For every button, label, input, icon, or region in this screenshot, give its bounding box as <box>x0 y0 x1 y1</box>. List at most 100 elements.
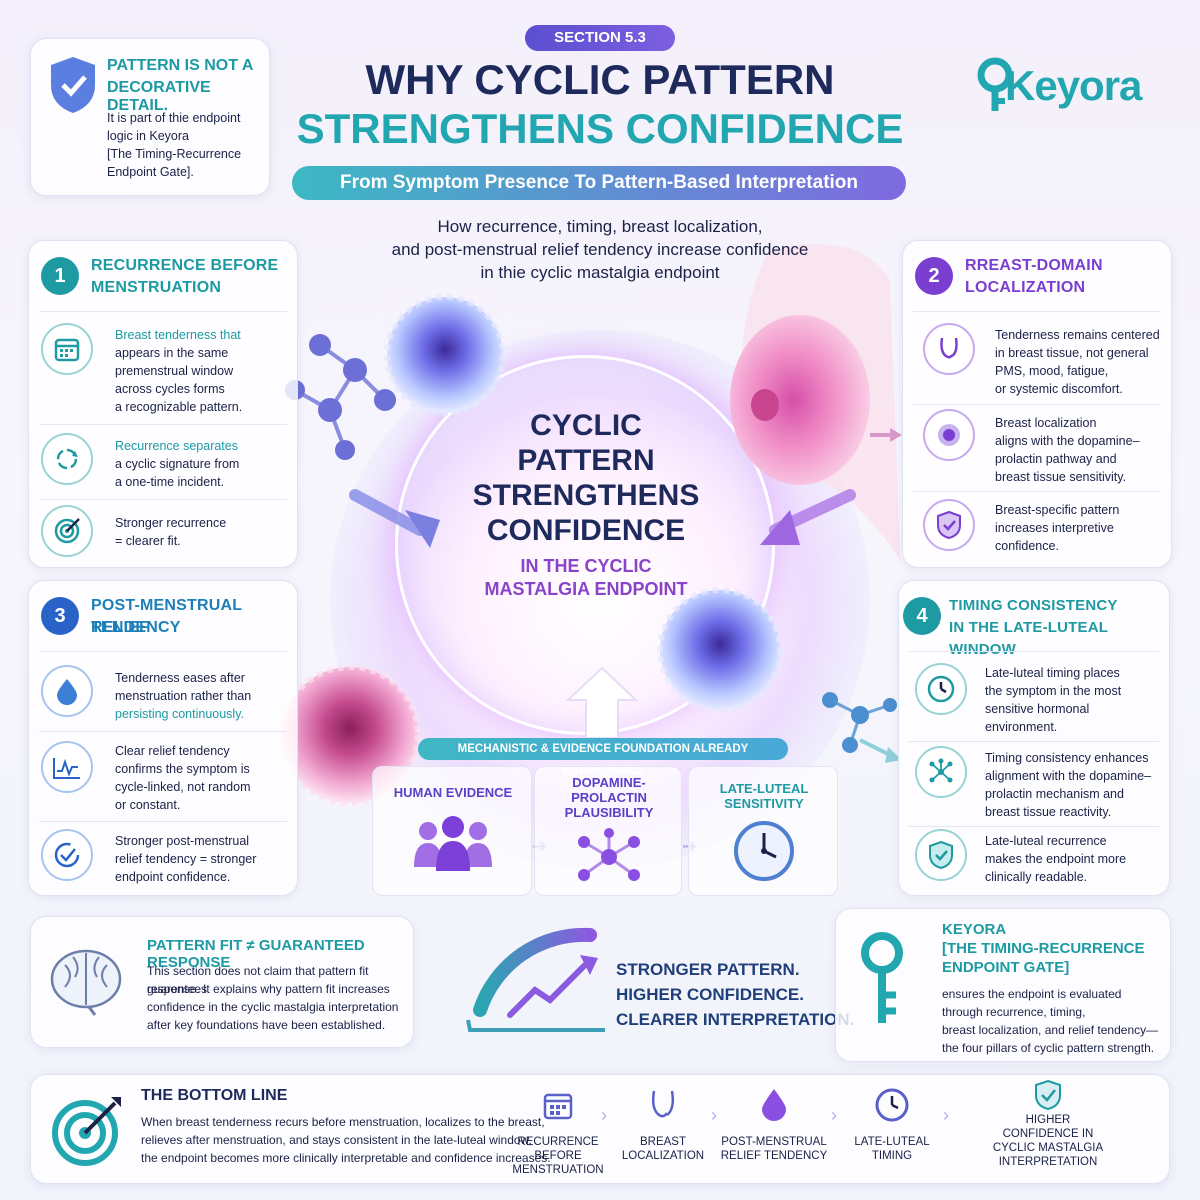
center-sub2: MASTALGIA ENDPOINT <box>484 579 688 599</box>
shield-check-icon <box>923 499 975 551</box>
keyora-card-title-line3: ENDPOINT GATE] <box>942 959 1070 976</box>
keyora-gate-card: KEYORA [THE TIMING-RECURRENCE ENDPOINT G… <box>835 908 1171 1062</box>
section4-item3-line1: Late-luteal recurrence <box>985 834 1107 848</box>
pattern-fit-body-line2: response. It explains why pattern fit in… <box>147 982 390 996</box>
section-badge: SECTION 5.3 <box>525 25 675 51</box>
note-body-line1: It is part of thie endpoint <box>107 111 241 125</box>
divider <box>39 821 287 822</box>
shield-check-icon <box>1035 1079 1061 1111</box>
section3-item2-line1: Clear relief tendency <box>115 744 230 758</box>
flow-recurrence-line1: RECURRENCE <box>517 1136 599 1148</box>
flow-recurrence-line3: MENSTRUATION <box>512 1164 604 1176</box>
section4-item2-line4: breast tissue reactivity. <box>985 805 1112 819</box>
keyora-card-title-line2: [THE TIMING-RECURRENCE <box>942 940 1145 957</box>
center-line4: CONFIDENCE <box>486 514 686 547</box>
section4-item1-line4: environment. <box>985 720 1058 734</box>
page-title-line1: WHY CYCLIC PATTERN <box>365 56 835 103</box>
divider <box>39 651 287 652</box>
calendar-icon <box>543 1093 573 1120</box>
clock-icon <box>875 1088 909 1122</box>
section1-item1-line5: a recognizable pattern. <box>115 400 243 414</box>
bottom-line-card: THE BOTTOM LINE When breast tenderness r… <box>30 1074 1170 1184</box>
late-luteal-label-line1: LATE-LUTEAL <box>719 781 809 796</box>
divider <box>913 404 1161 405</box>
chevron-right-icon: › <box>831 1105 837 1125</box>
pattern-note-card: PATTERN IS NOT A DECORATIVE DETAIL. It i… <box>30 38 270 196</box>
pattern-fit-body-line3: confidence in the cyclic mastalgia inter… <box>147 1000 399 1014</box>
section3-item1-line1: Tenderness eases after <box>115 671 245 685</box>
shield-check-icon <box>915 829 967 881</box>
cycle-arrows-icon <box>41 433 93 485</box>
key-logo-icon <box>977 57 1013 111</box>
divider <box>39 424 287 425</box>
flow-confidence-line1: HIGHER <box>1025 1114 1071 1126</box>
foundation-late-luteal: LATE-LUTEAL SENSITIVITY <box>688 766 838 896</box>
key-icon <box>861 932 903 1023</box>
clock-icon <box>915 663 967 715</box>
section1-item3-line1: Stronger recurrence <box>115 516 227 530</box>
section4-number: 4 <box>903 597 941 635</box>
droplet-icon <box>762 1089 786 1121</box>
gauge-line1: STRONGER PATTERN. <box>616 960 800 979</box>
center-line1: CYCLIC <box>530 409 642 442</box>
target-arrow-icon <box>52 1097 121 1166</box>
pulse-chart-icon <box>41 741 93 793</box>
human-evidence-label: HUMAN EVIDENCE <box>393 785 513 800</box>
section4-card: 4 TIMING CONSISTENCY IN THE LATE-LUTEAL … <box>898 580 1170 896</box>
bottom-line-title: THE BOTTOM LINE <box>141 1087 288 1104</box>
cell-icon <box>923 409 975 461</box>
note-title-line2: DECORATIVE DETAIL. <box>107 79 211 114</box>
divider <box>39 731 287 732</box>
center-sub1: IN THE CYCLIC <box>520 556 652 576</box>
brain-icon <box>50 949 122 1016</box>
divider <box>39 311 287 312</box>
keyora-card-body-line2: through recurrence, timing, <box>942 1005 1086 1019</box>
divider <box>39 499 287 500</box>
section2-number: 2 <box>915 257 953 295</box>
note-title-line1: PATTERN IS NOT A <box>107 57 254 74</box>
bottom-line-body-line3: the endpoint becomes more clinically int… <box>141 1151 551 1165</box>
section2-item3-line2: increases interpretive <box>995 521 1114 535</box>
keyora-card-title-line1: KEYORA <box>942 921 1007 938</box>
pattern-fit-title: PATTERN FIT ≠ GUARANTEED RESPONSE <box>147 937 365 971</box>
section3-item2-line4: or constant. <box>115 798 181 812</box>
foundation-human-evidence: HUMAN EVIDENCE <box>372 766 532 896</box>
section4-title-line1: TIMING CONSISTENCY <box>949 597 1118 614</box>
intro-line2: and post-menstrual relief tendency incre… <box>391 240 809 259</box>
clock-icon <box>734 821 794 881</box>
divider <box>913 311 1161 312</box>
note-body-line2: logic in Keyora <box>107 129 189 143</box>
section1-item2-line2: a cyclic signature from <box>115 457 240 471</box>
droplet-icon <box>41 665 93 717</box>
center-line2: PATTERN <box>517 444 655 477</box>
flow-confidence-line3: CYCLIC MASTALGIA <box>992 1142 1104 1154</box>
gauge-line3: CLEARER INTERPRETATION. <box>616 1010 855 1029</box>
section3-item1-line2: menstruation rather than <box>115 689 252 703</box>
note-body-line4: Endpoint Gate]. <box>107 165 194 179</box>
section4-item1-line1: Late-luteal timing places <box>985 666 1120 680</box>
section2-item2-line3: prolactin pathway and <box>995 452 1117 466</box>
breast-outline-icon <box>651 1090 675 1118</box>
breast-outline-icon <box>923 323 975 375</box>
network-icon <box>915 746 967 798</box>
foundation-banner: MECHANISTIC & EVIDENCE FOUNDATION ALREAD… <box>418 738 788 777</box>
divider <box>909 651 1159 652</box>
section3-item2-line3: cycle-linked, not random <box>115 780 251 794</box>
pattern-fit-body-line1: This section does not claim that pattern… <box>147 964 369 996</box>
people-group-icon <box>414 816 492 871</box>
section2-item3-line1: Breast-specific pattern <box>995 503 1120 517</box>
section2-title-line2: LOCALIZATION <box>965 279 1086 296</box>
target-icon <box>41 505 93 557</box>
logo-text: Keyora <box>1005 62 1142 109</box>
flow-recurrence-line2: BEFORE <box>534 1150 582 1162</box>
flow-breast-line1: BREAST <box>639 1136 686 1148</box>
section4-item2-line1: Timing consistency enhances <box>985 751 1149 765</box>
section3-card: 3 POST-MENSTRUAL RELIEF TENDENCY Tendern… <box>28 580 298 896</box>
keyora-card-body-line3: breast localization, and relief tendency… <box>942 1023 1159 1037</box>
section3-title-line2: TENDENCY <box>91 619 181 636</box>
center-line3: STRENGTHENS <box>472 479 700 512</box>
check-circle-icon <box>41 829 93 881</box>
calendar-icon <box>41 323 93 375</box>
pattern-fit-body-line4: after key foundations have been establis… <box>147 1018 386 1032</box>
